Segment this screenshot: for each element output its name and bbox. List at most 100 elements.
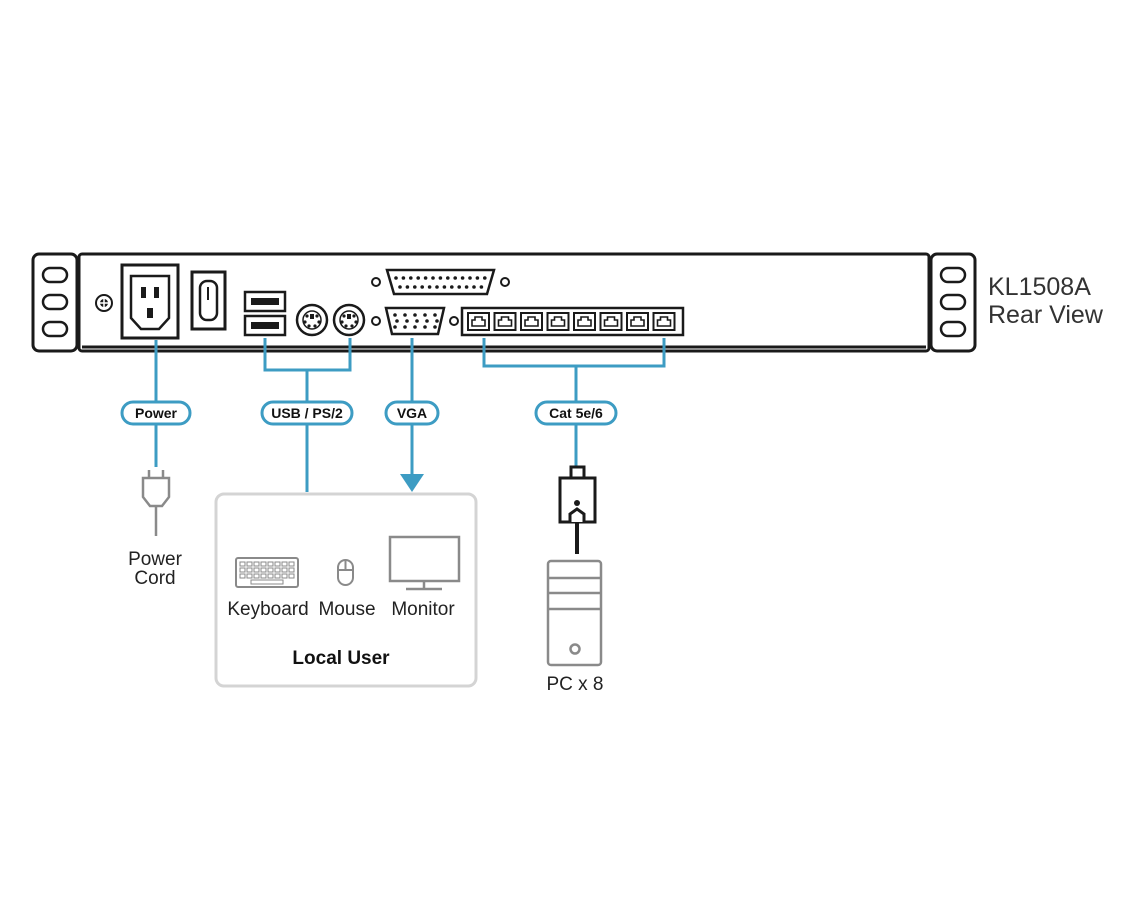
keyboard-key xyxy=(239,567,246,573)
keyboard-key xyxy=(288,561,295,567)
keyboard-key xyxy=(260,573,267,579)
local-user-title: Local User xyxy=(292,648,390,669)
local-user-box: Keyboard Mouse Monitor Local User xyxy=(214,492,478,688)
pill-power: Power xyxy=(120,400,192,426)
keyboard-key xyxy=(267,561,274,567)
mouse-label: Mouse xyxy=(318,599,375,620)
db25-pin xyxy=(423,276,428,280)
vga-port xyxy=(371,306,459,336)
rj45-plug-icon xyxy=(558,465,597,554)
vga-pin xyxy=(413,313,417,317)
db25-pin xyxy=(453,276,458,280)
rj45-port xyxy=(493,312,517,331)
rj45-port-latch xyxy=(630,316,645,327)
rj45-port-latch xyxy=(524,316,539,327)
ps2-port-1 xyxy=(295,303,329,337)
db25-pin xyxy=(413,285,417,289)
cat-cable-bracket xyxy=(482,338,666,368)
pill-cat-label: Cat 5e/6 xyxy=(549,405,603,421)
db25-pin xyxy=(457,285,462,289)
vga-pin xyxy=(403,325,407,329)
db25-pin xyxy=(420,285,425,289)
right-ear-slot-1 xyxy=(939,266,967,284)
rj45-port-latch xyxy=(603,316,619,327)
keyboard-key xyxy=(267,573,274,579)
keyboard-key xyxy=(246,573,253,579)
db25-pin xyxy=(438,276,443,280)
db25-port xyxy=(371,268,510,296)
cables xyxy=(154,338,666,492)
db25-pin xyxy=(427,285,432,289)
pill-vga-label: VGA xyxy=(397,405,427,421)
keyboard-key xyxy=(288,567,295,573)
db25-pin xyxy=(405,285,410,289)
rj45-port-latch xyxy=(577,316,592,327)
vga-arrow-icon xyxy=(400,474,424,492)
rj45-port xyxy=(573,312,596,331)
keyboard-key xyxy=(253,561,260,567)
vga-pin xyxy=(413,325,417,329)
db25-pin xyxy=(435,285,439,289)
rj45-port-latch xyxy=(497,316,513,327)
db25-pin xyxy=(460,276,465,280)
keyboard-key xyxy=(253,567,260,573)
power-inlet xyxy=(120,263,180,340)
db25-pin xyxy=(409,276,413,280)
ground-screw-icon xyxy=(95,294,113,312)
keyboard-key xyxy=(239,561,246,567)
rj45-port-latch xyxy=(471,316,486,327)
db25-pin xyxy=(442,285,447,289)
rj45-port-block xyxy=(460,306,685,337)
kvm-chassis xyxy=(31,252,977,353)
ps2-port-2 xyxy=(332,303,366,337)
view-title: Rear View xyxy=(988,301,1104,329)
db25-pin xyxy=(416,276,421,280)
pill-power-label: Power xyxy=(135,405,178,421)
rj45-port xyxy=(467,312,490,331)
vga-pin xyxy=(393,325,397,329)
keyboard-key xyxy=(253,573,260,579)
model-title: KL1508A xyxy=(988,273,1091,301)
keyboard-key xyxy=(288,573,295,579)
rj45-port-latch xyxy=(656,316,672,327)
pill-cat: Cat 5e/6 xyxy=(534,400,618,426)
left-ear-slot-2 xyxy=(41,293,69,311)
keyboard-key xyxy=(246,561,253,567)
vga-pin xyxy=(435,319,439,323)
keyboard-key xyxy=(281,567,288,573)
pc-label: PC x 8 xyxy=(546,674,603,695)
db25-pin xyxy=(401,276,406,280)
keyboard-key xyxy=(246,567,253,573)
vga-pin xyxy=(403,313,407,317)
vga-pin xyxy=(423,325,427,329)
left-ear-slot-3 xyxy=(41,320,69,338)
vga-pin xyxy=(405,319,409,323)
keyboard-icon xyxy=(235,557,299,588)
usb-ports xyxy=(243,290,287,337)
monitor-icon xyxy=(388,535,461,591)
vga-pin xyxy=(423,313,427,317)
db25-pin xyxy=(475,276,480,280)
db25-pin xyxy=(394,276,398,280)
db25-pin xyxy=(479,285,484,289)
monitor-label: Monitor xyxy=(391,599,455,620)
pill-usb-ps2-label: USB / PS/2 xyxy=(271,405,343,421)
rj45-port-latch xyxy=(550,316,566,327)
chassis-body xyxy=(77,252,931,353)
rj45-port xyxy=(520,312,543,331)
vga-pin xyxy=(395,319,399,323)
vga-pin xyxy=(433,325,437,329)
power-cord-label-line2: Cord xyxy=(134,568,175,589)
right-ear-slot-2 xyxy=(939,293,967,311)
keyboard-key xyxy=(260,567,267,573)
keyboard-key xyxy=(267,567,274,573)
db25-pin xyxy=(464,285,469,289)
keyboard-key xyxy=(274,561,281,567)
rj45-port xyxy=(599,312,623,331)
keyboard-spacebar xyxy=(250,579,284,585)
keyboard-key xyxy=(239,573,246,579)
pc-tower-icon xyxy=(546,559,603,667)
vga-pin xyxy=(393,313,397,317)
left-ear-slot-1 xyxy=(41,266,69,284)
